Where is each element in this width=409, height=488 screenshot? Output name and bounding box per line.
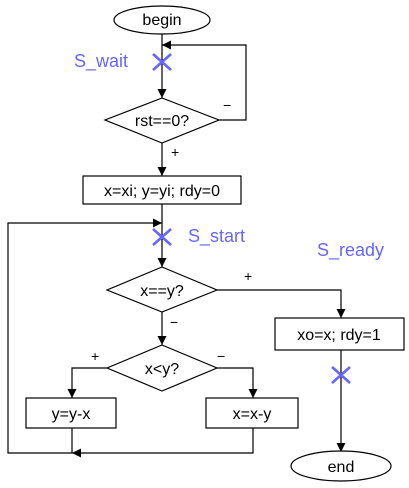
node-check-reset-label: rst==0?	[135, 113, 189, 130]
state-ready-marker-icon	[331, 366, 351, 384]
sign-less-true: +	[91, 348, 99, 364]
node-sub-x-label: x=x-y	[233, 406, 272, 423]
state-start-label: S_start	[188, 226, 245, 247]
node-check-reset: rst==0?	[103, 97, 221, 144]
node-output-label: xo=x; rdy=1	[297, 327, 381, 344]
state-start-marker-icon	[152, 228, 172, 246]
node-init: x=xi; y=yi; rdy=0	[82, 175, 242, 205]
state-start: S_start	[152, 226, 245, 247]
node-init-label: x=xi; y=yi; rdy=0	[104, 183, 220, 200]
node-end: end	[290, 450, 392, 482]
edge-less-true-to-sub-y	[67, 367, 107, 398]
state-ready: S_ready	[317, 240, 384, 384]
node-sub-y: y=y-x	[25, 397, 117, 429]
edge-equal-true-to-output	[217, 289, 346, 318]
edge-reset-false-loop	[162, 40, 247, 121]
branch-signs: − + + − + −	[91, 97, 252, 364]
sign-equal-true: +	[244, 268, 252, 284]
state-wait: S_wait	[74, 51, 172, 72]
node-check-less-label: x<y?	[145, 361, 179, 378]
node-begin-label: begin	[142, 12, 181, 29]
node-begin: begin	[113, 5, 211, 35]
node-check-equal-label: x==y?	[140, 283, 184, 300]
state-ready-label: S_ready	[317, 240, 384, 261]
edge-sub-x-to-merge	[72, 428, 254, 458]
node-output: xo=x; rdy=1	[274, 317, 405, 351]
state-wait-label: S_wait	[74, 51, 128, 72]
node-check-equal: x==y?	[105, 266, 219, 313]
node-sub-y-label: y=y-x	[52, 406, 91, 423]
edge-less-false-to-sub-x	[217, 367, 258, 398]
edge-loop-back-to-start	[7, 218, 162, 454]
node-sub-x: x=x-y	[205, 397, 299, 429]
node-check-less: x<y?	[105, 344, 219, 392]
node-end-label: end	[328, 459, 355, 476]
sign-less-false: −	[217, 348, 225, 364]
sign-reset-false: −	[223, 97, 231, 113]
sign-equal-false: −	[170, 314, 178, 330]
state-wait-marker-icon	[152, 53, 172, 71]
edges	[7, 33, 346, 458]
sign-reset-true: +	[171, 144, 179, 160]
